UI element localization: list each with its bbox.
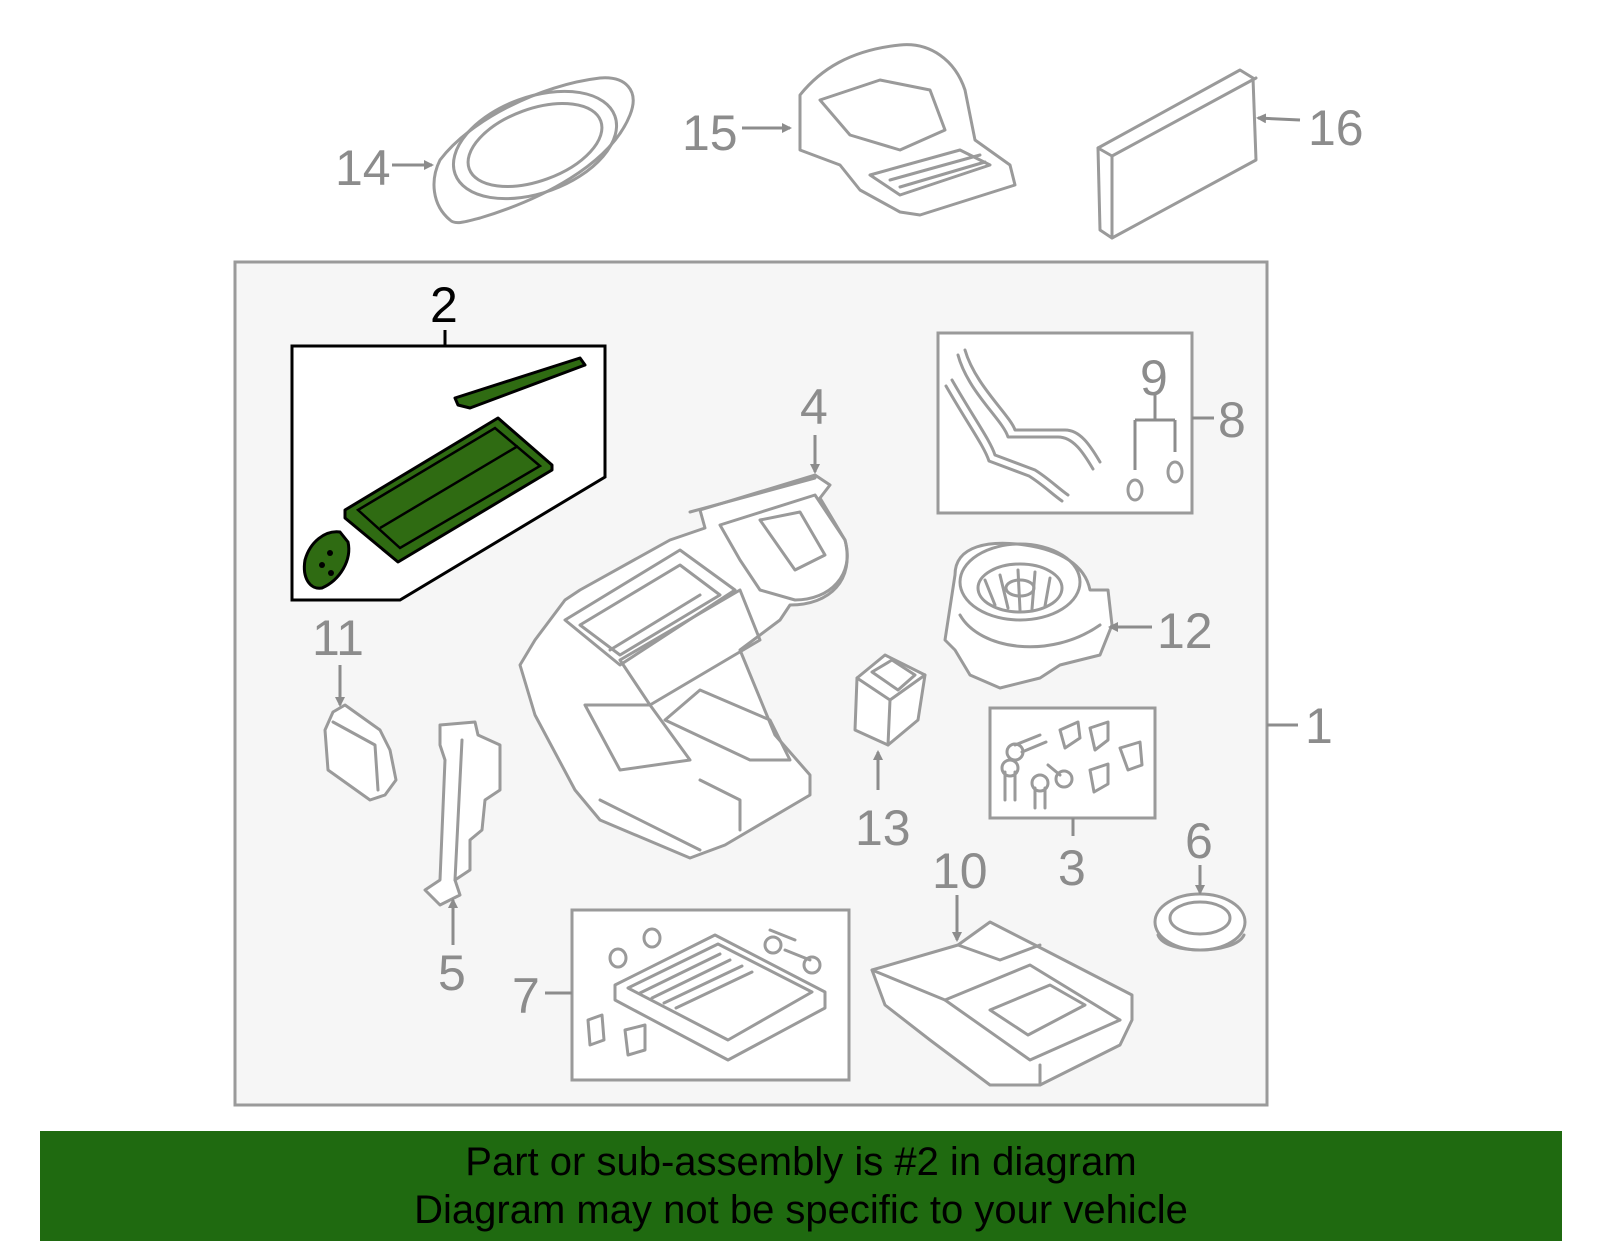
callout-5: 5	[438, 945, 466, 1001]
callout-9: 9	[1140, 350, 1168, 406]
part-3-hardware-box	[988, 706, 1157, 820]
part-7-heater-core-box	[570, 908, 851, 1082]
callout-13: 13	[855, 800, 911, 856]
callout-15: 15	[682, 105, 738, 161]
part-8-heater-pipes-box	[936, 331, 1194, 515]
part-2-door-seal-strip	[453, 356, 587, 410]
callout-2: 2	[430, 277, 458, 333]
part-5-side-bracket	[423, 720, 502, 907]
part-11-control-module	[323, 703, 398, 802]
callout-14: 14	[335, 140, 391, 196]
banner-line-2: Diagram may not be specific to your vehi…	[414, 1188, 1188, 1232]
callout-16: 16	[1308, 100, 1364, 156]
callout-1: 1	[1305, 698, 1333, 754]
part-13-resistor	[853, 653, 927, 747]
part-2-door-panel	[343, 416, 554, 564]
callout-3: 3	[1058, 840, 1086, 896]
part-4-hvac-housing	[518, 473, 849, 860]
part-14-duct-ring	[432, 76, 635, 225]
part-16-cabin-filter	[1096, 68, 1258, 240]
callout-12: 12	[1157, 603, 1213, 659]
info-banner: Part or sub-assembly is #2 in diagram Di…	[40, 1131, 1562, 1241]
callout-10: 10	[932, 843, 988, 899]
callout-4: 4	[800, 379, 828, 435]
part-12-blower-motor	[943, 541, 1114, 690]
callout-7: 7	[512, 968, 540, 1024]
callout-6: 6	[1185, 813, 1213, 869]
callout-11: 11	[312, 610, 364, 666]
part-6-seal-ring	[1153, 892, 1247, 952]
banner-line-1: Part or sub-assembly is #2 in diagram	[465, 1140, 1137, 1184]
part-2-actuator-disc	[302, 530, 351, 590]
callout-8: 8	[1218, 392, 1246, 448]
part-15-air-duct	[798, 43, 1017, 217]
part-9-o-rings	[1126, 395, 1184, 502]
part-10-lower-case	[870, 920, 1134, 1087]
